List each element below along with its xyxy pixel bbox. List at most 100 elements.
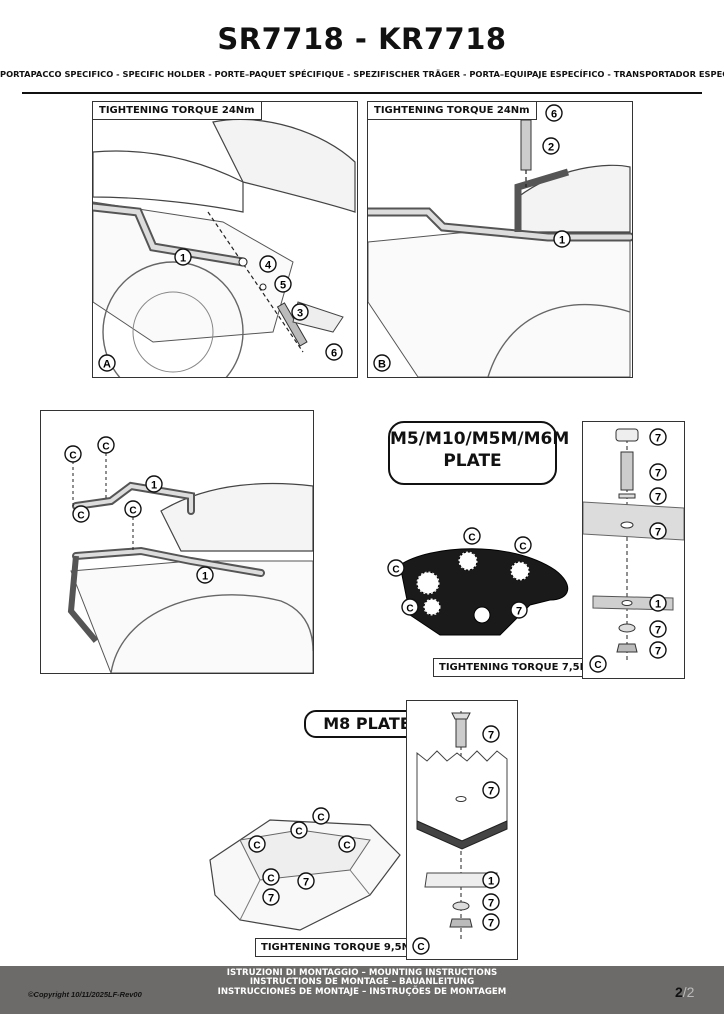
callout-7: 7 bbox=[482, 893, 500, 911]
page-current: 2 bbox=[675, 984, 683, 1000]
svg-text:C: C bbox=[317, 813, 324, 824]
callout-1: 1 bbox=[649, 594, 667, 612]
callout-1: 1 bbox=[174, 248, 192, 266]
m5-hardware-illustration: 7 7 7 7 1 7 7 bbox=[583, 428, 684, 662]
callout-c: C bbox=[387, 559, 405, 577]
svg-text:1: 1 bbox=[488, 876, 494, 888]
callout-7: 7 bbox=[482, 781, 500, 799]
m5-plate-title: M5/M10/M5M/M6M PLATE bbox=[388, 421, 570, 485]
svg-text:C: C bbox=[102, 442, 109, 453]
callout-1: 1 bbox=[553, 230, 571, 248]
svg-text:C: C bbox=[392, 565, 399, 576]
header-divider bbox=[22, 92, 702, 94]
callout-c: C bbox=[248, 835, 266, 853]
callout-1: 1 bbox=[145, 475, 163, 493]
svg-text:2: 2 bbox=[548, 142, 554, 154]
callout-7: 7 bbox=[482, 725, 500, 743]
step-c-illustration: C C C C 1 1 bbox=[64, 436, 313, 673]
callout-c: C bbox=[262, 868, 280, 886]
svg-text:7: 7 bbox=[655, 527, 661, 539]
callout-5: 5 bbox=[274, 275, 292, 293]
callout-6: 6 bbox=[325, 343, 343, 361]
svg-text:B: B bbox=[378, 359, 386, 371]
callout-c: C bbox=[72, 505, 90, 523]
m5-plate-title-line2: PLATE bbox=[443, 451, 502, 471]
callout-c: C bbox=[290, 821, 308, 839]
svg-text:7: 7 bbox=[488, 918, 494, 930]
svg-text:4: 4 bbox=[265, 260, 272, 272]
callout-7: 7 bbox=[297, 872, 315, 890]
callout-3: 3 bbox=[291, 303, 309, 321]
svg-text:7: 7 bbox=[488, 730, 494, 742]
svg-text:C: C bbox=[77, 511, 84, 522]
svg-text:C: C bbox=[343, 841, 350, 852]
m5-plate-illustration: C C C C 7 bbox=[387, 527, 568, 636]
svg-text:3: 3 bbox=[297, 308, 303, 320]
callout-7: 7 bbox=[649, 487, 667, 505]
page-title: SR7718 - KR7718 bbox=[217, 22, 507, 56]
callout-c: C bbox=[338, 835, 356, 853]
svg-text:7: 7 bbox=[655, 433, 661, 445]
footer-line-2: INSTRUCTIONS DE MONTAGE – BAUANLEITUNG bbox=[249, 977, 475, 988]
step-a-torque-label: TIGHTENING TORQUE 24Nm bbox=[93, 102, 262, 120]
page-number: 2/2 bbox=[675, 984, 694, 1000]
svg-text:7: 7 bbox=[516, 606, 522, 618]
step-b-torque-label: TIGHTENING TORQUE 24Nm bbox=[368, 102, 537, 120]
svg-text:5: 5 bbox=[280, 280, 286, 292]
svg-text:6: 6 bbox=[551, 109, 557, 121]
m8-hardware-illustration: 7 7 1 7 7 bbox=[416, 711, 508, 941]
callout-1: 1 bbox=[482, 871, 500, 889]
svg-text:7: 7 bbox=[488, 898, 494, 910]
callout-7: 7 bbox=[510, 601, 528, 619]
footer-line-1: ISTRUZIONI DI MONTAGGIO – MOUNTING INSTR… bbox=[226, 968, 498, 978]
svg-text:C: C bbox=[267, 874, 274, 885]
m5-plate-title-line1: M5/M10/M5M/M6M bbox=[390, 429, 570, 449]
svg-text:C: C bbox=[468, 533, 475, 544]
m8-detail-panel: 7 7 1 7 7 bbox=[406, 700, 518, 960]
step-b-panel: 6 2 1 B TIGHTENING TORQUE 24Nm bbox=[367, 101, 633, 378]
page-subtitle: PORTAPACCO SPECIFICO - SPECIFIC HOLDER -… bbox=[0, 69, 724, 79]
svg-text:C: C bbox=[417, 942, 424, 953]
callout-7: 7 bbox=[649, 641, 667, 659]
m5-step-letter: C bbox=[589, 655, 607, 673]
callout-1: 1 bbox=[196, 566, 214, 584]
callout-7: 7 bbox=[482, 913, 500, 931]
step-letter-a: A bbox=[98, 354, 116, 372]
callout-7: 7 bbox=[649, 428, 667, 446]
svg-text:C: C bbox=[406, 604, 413, 615]
callout-4: 4 bbox=[259, 255, 277, 273]
svg-text:A: A bbox=[103, 359, 111, 371]
svg-text:C: C bbox=[69, 451, 76, 462]
step-a-panel: 1 4 5 3 6 A TIGHTENING TORQUE 24Nm bbox=[92, 101, 358, 378]
callout-c: C bbox=[124, 500, 142, 518]
svg-text:1: 1 bbox=[151, 480, 157, 492]
svg-text:7: 7 bbox=[655, 468, 661, 480]
m5-torque-label: TIGHTENING TORQUE 7,5Nm bbox=[433, 658, 605, 677]
m8-plate-illustration: C C C C C 7 7 bbox=[209, 807, 401, 931]
callout-c: C bbox=[463, 527, 481, 545]
footer-line-3: INSTRUCCIONES DE MONTAJE – INSTRUÇÕES DE… bbox=[217, 986, 507, 997]
svg-text:1: 1 bbox=[559, 235, 565, 247]
callout-2: 2 bbox=[542, 137, 560, 155]
footer-instructions: ISTRUZIONI DI MONTAGGIO – MOUNTING INSTR… bbox=[170, 968, 554, 997]
callout-c: C bbox=[312, 807, 330, 825]
svg-text:C: C bbox=[253, 841, 260, 852]
page-total: /2 bbox=[682, 984, 695, 1000]
callout-c: C bbox=[97, 436, 115, 454]
svg-text:7: 7 bbox=[268, 893, 274, 905]
m8-plate-title-text: M8 PLATE bbox=[323, 714, 411, 733]
svg-text:C: C bbox=[594, 660, 601, 671]
copyright-text: ©Copyright 10/11/2025LF-Rev00 bbox=[28, 990, 142, 999]
svg-text:6: 6 bbox=[331, 348, 337, 360]
step-a-illustration: 1 4 5 3 6 A bbox=[93, 118, 356, 377]
callout-7: 7 bbox=[649, 463, 667, 481]
step-b-illustration: 6 2 1 B bbox=[368, 104, 632, 377]
footer-bar bbox=[0, 966, 724, 1014]
callout-7: 7 bbox=[649, 522, 667, 540]
callout-7: 7 bbox=[262, 888, 280, 906]
callout-7: 7 bbox=[649, 620, 667, 638]
svg-text:1: 1 bbox=[202, 571, 208, 583]
callout-c: C bbox=[514, 536, 532, 554]
svg-text:C: C bbox=[295, 827, 302, 838]
svg-text:C: C bbox=[129, 506, 136, 517]
